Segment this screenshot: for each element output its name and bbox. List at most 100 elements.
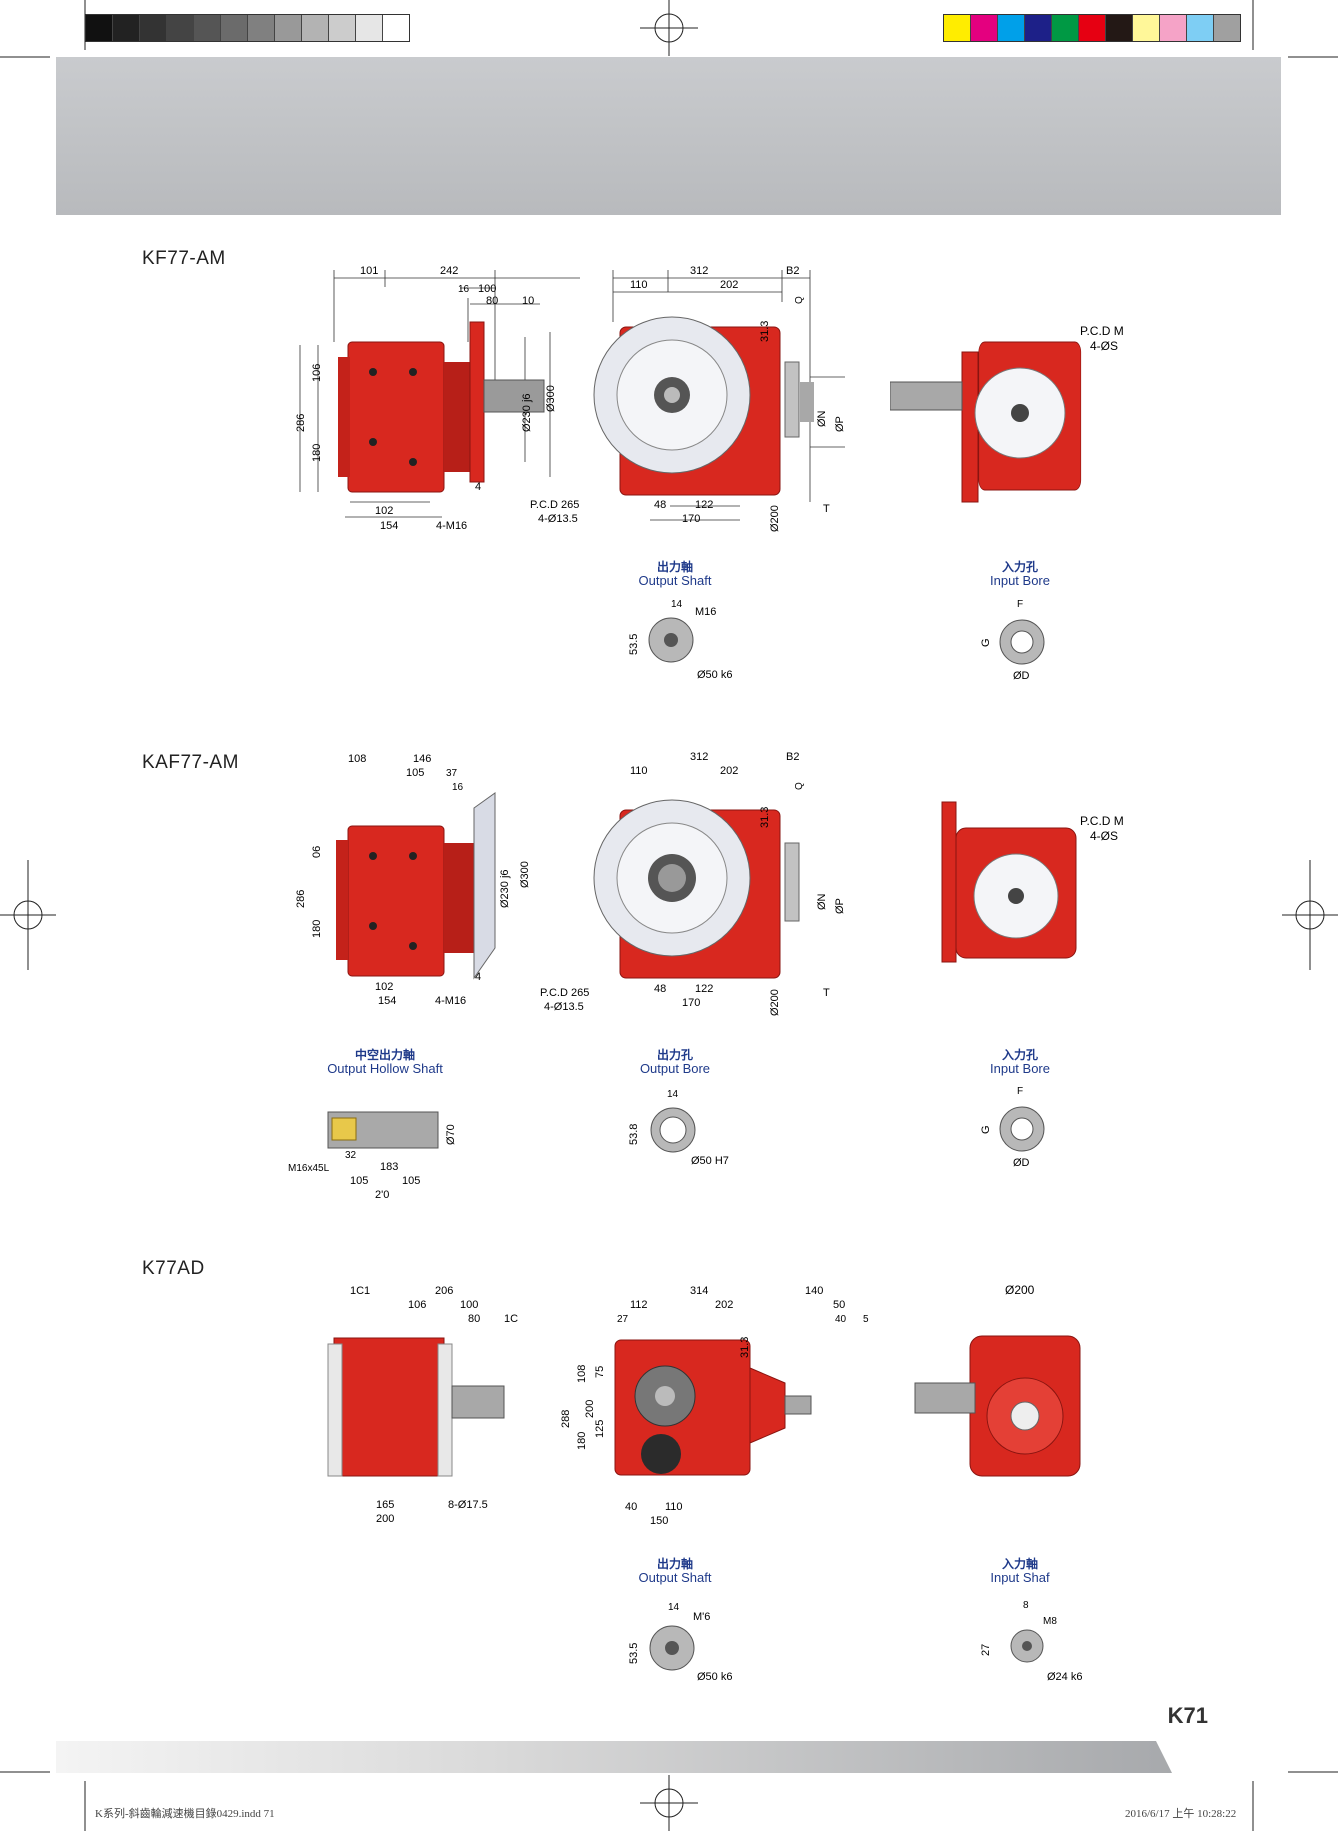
gray-swatch-9 [329,15,356,41]
gray-swatch-8 [302,15,329,41]
color-swatch-10 [1214,15,1240,41]
dim-p: ØP [834,416,846,432]
k77-dim-106: 106 [408,1299,426,1311]
dim-48: 48 [654,499,666,511]
color-swatch-4 [1052,15,1079,41]
dim-37: 37 [446,768,458,779]
ishaft-m8: M8 [1043,1616,1057,1627]
k77-front-view: 314 140 112 202 50 27 40 5 31.3 288 108 … [560,1285,869,1527]
k77-dim-288: 288 [560,1410,572,1428]
header-band [56,57,1281,215]
dim-4m16: 4-M16 [436,520,467,532]
gray-swatch-0 [86,15,113,41]
dim-tb: T [823,987,830,999]
k77-end-view: Ø200 [914,1283,1081,1477]
obore-14: 14 [667,1089,679,1100]
dim-06: 06 [311,846,323,858]
dim-holes: 4-Ø13.5 [538,513,578,525]
k77-dim-110: 110 [665,1501,683,1513]
dim-16: 16 [458,284,470,295]
k77-dim-206: 206 [435,1285,453,1297]
bore-d: ØD [1013,670,1030,682]
obore-50h7: Ø50 H7 [691,1155,729,1167]
k77-dim-100: 100 [460,1299,478,1311]
bore-f-b: F [1017,1086,1023,1097]
dim-108: 108 [348,753,366,765]
kaf77-hollow-shaft: M16x45L 32 183 105 105 2'0 Ø70 [288,1111,457,1201]
kf77-input-bore: F G ØD [980,599,1045,682]
ishaft-24k6: Ø24 k6 [1047,1671,1082,1683]
k77-dim-140: 140 [805,1285,823,1297]
dim-122: 122 [695,499,713,511]
k77-input-shaft: 8 M8 27 Ø24 k6 [980,1600,1082,1683]
dim-200b: Ø200 [769,989,781,1016]
k77-end-200: Ø200 [1005,1283,1035,1297]
gray-swatch-3 [167,15,194,41]
page-number: K71 [1167,1703,1208,1728]
dim-154b: 154 [378,995,396,1007]
k77-shaft-50k6: Ø50 k6 [697,1671,732,1683]
color-swatch-7 [1133,15,1160,41]
color-swatch-1 [971,15,998,41]
color-swatch-2 [998,15,1025,41]
model-title-kaf77: KAF77-AM [142,752,239,773]
dim-100: 100 [478,283,496,295]
k77-dim-200-v: 200 [584,1400,596,1418]
bore-g-b: G [980,1125,992,1134]
bore-g: G [980,638,992,647]
color-swatch-0 [944,15,971,41]
k77-dim-314: 314 [690,1285,708,1297]
dim-b2b: B2 [786,751,799,763]
k77-dim-50: 50 [833,1299,845,1311]
dim-170b: 170 [682,997,700,1009]
kf77-input-view: P.C.D M 4-ØS [890,324,1124,503]
kaf77-input-bore: F G ØD [980,1086,1045,1169]
dim-202: 202 [720,279,738,291]
hollow-210: 2'0 [375,1189,389,1201]
obore-53-8: 53.8 [628,1124,640,1145]
k77-shaft-14: 14 [668,1602,680,1613]
dim-4m16b: 4-M16 [435,995,466,1007]
kaf77-output-bore: 14 53.8 Ø50 H7 [628,1089,729,1167]
color-swatch-9 [1187,15,1214,41]
color-swatch-5 [1079,15,1106,41]
dim-holesb: 4-Ø13.5 [544,1001,584,1013]
k77-shaft-53-5: 53.5 [628,1643,640,1664]
dim-202b: 202 [720,765,738,777]
bore-d-b: ØD [1013,1157,1030,1169]
k77-shaft-m16: M'6 [693,1611,710,1623]
gray-swatch-11 [383,15,409,41]
k77-dim-holes: 8-Ø17.5 [448,1499,488,1511]
dim-105: 105 [406,767,424,779]
shaft-53-5: 53.5 [628,634,640,655]
dim-122b: 122 [695,983,713,995]
k77-dim-112: 112 [630,1299,648,1311]
dim-4b: 4 [475,971,481,983]
dim-180: 180 [311,444,323,462]
dim-pcd265: P.C.D 265 [530,499,579,511]
dim-b2: B2 [786,265,799,277]
dim-31-3b: 31.3 [759,807,771,828]
dim-312: 312 [690,265,708,277]
k77-dim-10: 1C [504,1313,518,1325]
gray-swatch-5 [221,15,248,41]
model-title-k77: K77AD [142,1258,205,1279]
dim-16b: 16 [452,782,464,793]
dim-312b: 312 [690,751,708,763]
k77-dim-40b: 40 [625,1501,637,1513]
dim-80: 80 [486,295,498,307]
gray-swatch-1 [113,15,140,41]
k77-dim-75: 75 [594,1366,606,1378]
kf77-output-shaft: 14 M16 53.5 Ø50 k6 [628,599,732,681]
dim-110b: 110 [630,765,648,777]
footer-timestamp: 2016/6/17 上午 10:28:22 [1125,1808,1237,1820]
k77-dim-40: 40 [835,1314,847,1325]
dim-154: 154 [380,520,398,532]
shaft-14: 14 [671,599,683,610]
dim-102: 102 [375,505,393,517]
